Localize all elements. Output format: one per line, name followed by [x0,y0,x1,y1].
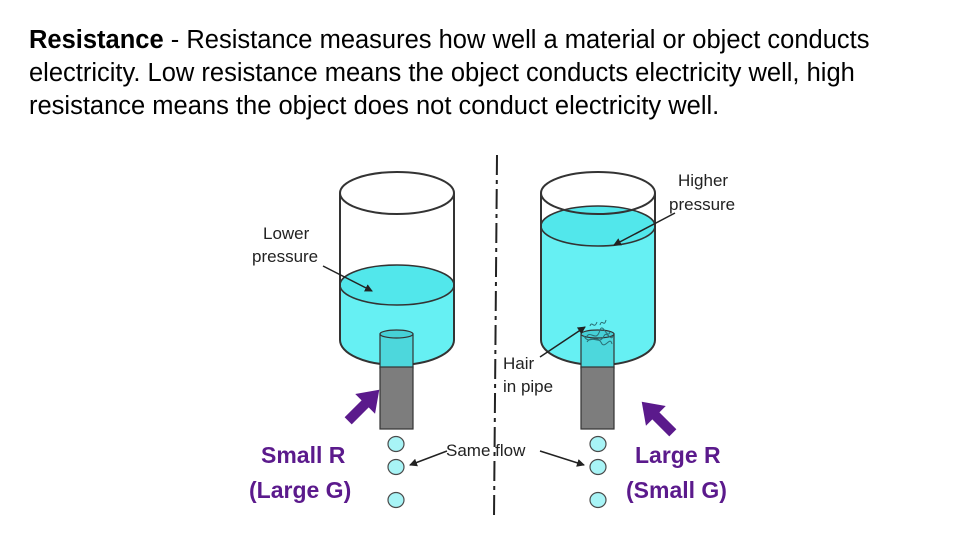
right-purple-arrow [632,392,683,443]
lower-pressure-label-line1: Lower [263,224,310,243]
left-caption-line1: Small R [261,442,346,468]
right-droplets [590,437,606,508]
same-flow-arrow-left [410,451,447,465]
left-caption-line2: (Large G) [249,477,351,503]
right-water-surface [541,206,655,246]
higher-pressure-label-line1: Higher [678,171,728,190]
right-container [541,172,655,429]
lower-pressure-label-line2: pressure [252,247,318,266]
right-caption-line2: (Small G) [626,477,727,503]
hair-label-line2: in pipe [503,377,553,396]
left-droplets [388,437,404,508]
left-container [340,172,454,429]
hair-label-line1: Hair [503,354,535,373]
left-water-surface [340,265,454,305]
same-flow-arrow-right [540,451,584,465]
left-pipe [380,367,413,429]
same-flow-label: Same flow [446,441,526,460]
center-divider [494,155,497,518]
right-pipe [581,367,614,429]
right-caption-line1: Large R [635,442,721,468]
higher-pressure-label-line2: pressure [669,195,735,214]
